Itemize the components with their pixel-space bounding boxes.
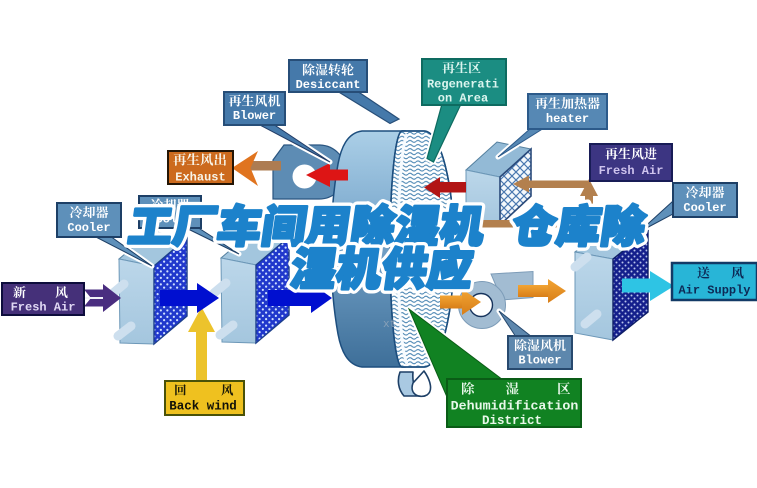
- svg-text:Blower: Blower: [518, 354, 561, 368]
- svg-text:Back wind: Back wind: [169, 400, 237, 414]
- svg-text:Fresh Air: Fresh Air: [599, 164, 664, 178]
- svg-text:Air Supply: Air Supply: [678, 284, 750, 298]
- svg-text:Dehumidification: Dehumidification: [451, 399, 579, 414]
- svg-text:on Area: on Area: [438, 92, 488, 106]
- svg-text:Desiccant: Desiccant: [296, 78, 361, 92]
- svg-text:Blower: Blower: [233, 109, 276, 123]
- svg-text:Fresh Air: Fresh Air: [11, 301, 76, 315]
- svg-text:Exhaust: Exhaust: [175, 171, 225, 185]
- svg-text:Cooler: Cooler: [67, 221, 110, 235]
- svg-text:Regenerati: Regenerati: [427, 78, 499, 92]
- svg-text:xt: xt: [383, 319, 396, 331]
- svg-text:District: District: [482, 414, 542, 428]
- svg-text:Cooler: Cooler: [683, 201, 726, 215]
- svg-text:heater: heater: [546, 112, 589, 126]
